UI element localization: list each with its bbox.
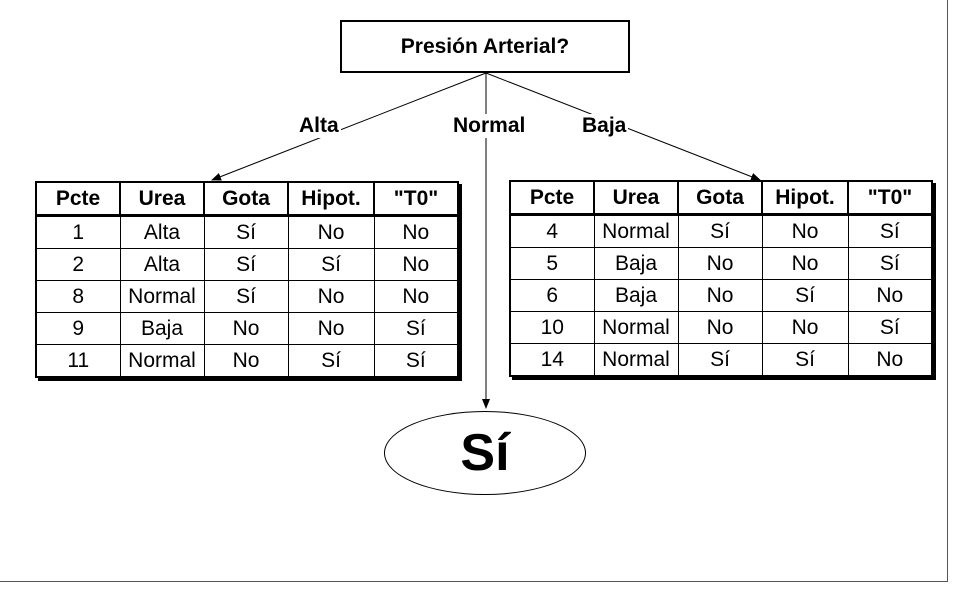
table-row: 4 Normal Sí No Sí	[509, 214, 933, 248]
table-cell: No	[203, 312, 289, 345]
column-header: Urea	[119, 181, 205, 217]
table-cell: Baja	[119, 312, 205, 345]
table-cell: No	[677, 247, 763, 280]
table-cell: Baja	[593, 247, 679, 280]
left-table: Pcte Urea Gota Hipot. "T0" 1 Alta Sí No …	[35, 181, 459, 378]
table-row: 2 Alta Sí Sí No	[35, 248, 459, 281]
table-cell: No	[373, 215, 459, 249]
table-cell: Sí	[847, 214, 933, 248]
leaf-node: Sí	[384, 411, 586, 495]
table-cell: No	[677, 311, 763, 344]
table-row: 10 Normal No No Sí	[509, 311, 933, 344]
root-node: Presión Arterial?	[340, 20, 630, 73]
column-header: Gota	[203, 181, 289, 217]
column-header: Hipot.	[287, 181, 375, 217]
table-cell: Sí	[203, 248, 289, 281]
column-header: Hipot.	[761, 180, 849, 216]
table-cell: No	[847, 343, 933, 377]
branch-label-normal: Normal	[451, 114, 528, 138]
table-cell: No	[373, 280, 459, 313]
table-cell: Normal	[119, 280, 205, 313]
edge-alta	[211, 72, 487, 181]
table-row: 1 Alta Sí No No	[35, 215, 459, 249]
table-cell: No	[847, 279, 933, 312]
table-cell: Normal	[593, 343, 679, 377]
table-cell: Sí	[373, 312, 459, 345]
table-cell: 5	[509, 247, 595, 280]
table-cell: Alta	[119, 248, 205, 281]
leaf-label: Sí	[460, 424, 510, 482]
table-cell: Sí	[761, 343, 849, 377]
table-cell: Sí	[287, 344, 375, 378]
table-row: 5 Baja No No Sí	[509, 247, 933, 280]
table-cell: 4	[509, 214, 595, 248]
table-cell: 11	[35, 344, 121, 378]
right-table: Pcte Urea Gota Hipot. "T0" 4 Normal Sí N…	[509, 180, 933, 377]
table-cell: Sí	[203, 215, 289, 249]
table-cell: No	[287, 215, 375, 249]
table-cell: No	[203, 344, 289, 378]
table-cell: 10	[509, 311, 595, 344]
table-row: 8 Normal Sí No No	[35, 280, 459, 313]
table-cell: No	[761, 247, 849, 280]
table-cell: 2	[35, 248, 121, 281]
table-cell: Sí	[287, 248, 375, 281]
table-cell: 8	[35, 280, 121, 313]
column-header: Pcte	[509, 180, 595, 216]
table-cell: No	[287, 280, 375, 313]
table-cell: No	[677, 279, 763, 312]
branch-label-baja: Baja	[580, 114, 629, 138]
table-cell: Sí	[847, 311, 933, 344]
table-cell: 9	[35, 312, 121, 345]
table-cell: Sí	[677, 343, 763, 377]
column-header: Pcte	[35, 181, 121, 217]
table-cell: 1	[35, 215, 121, 249]
root-question: Presión Arterial?	[400, 34, 570, 58]
table-row: 14 Normal Sí Sí No	[509, 343, 933, 377]
table-cell: No	[761, 311, 849, 344]
table-row: 11 Normal No Sí Sí	[35, 344, 459, 378]
table-cell: Sí	[373, 344, 459, 378]
table-cell: Sí	[847, 247, 933, 280]
branch-label-alta: Alta	[297, 114, 341, 138]
table-cell: 6	[509, 279, 595, 312]
table-row: 9 Baja No No Sí	[35, 312, 459, 345]
table-cell: Baja	[593, 279, 679, 312]
table-cell: No	[373, 248, 459, 281]
table-cell: Alta	[119, 215, 205, 249]
column-header: "T0"	[847, 180, 933, 216]
table-cell: Normal	[119, 344, 205, 378]
table-cell: 14	[509, 343, 595, 377]
table-cell: Sí	[203, 280, 289, 313]
column-header: Urea	[593, 180, 679, 216]
table-cell: Sí	[677, 214, 763, 248]
table-cell: No	[761, 214, 849, 248]
table-cell: No	[287, 312, 375, 345]
column-header: Gota	[677, 180, 763, 216]
table-cell: Normal	[593, 311, 679, 344]
table-row: 6 Baja No Sí No	[509, 279, 933, 312]
table-cell: Sí	[761, 279, 849, 312]
table-cell: Normal	[593, 214, 679, 248]
column-header: "T0"	[373, 181, 459, 217]
